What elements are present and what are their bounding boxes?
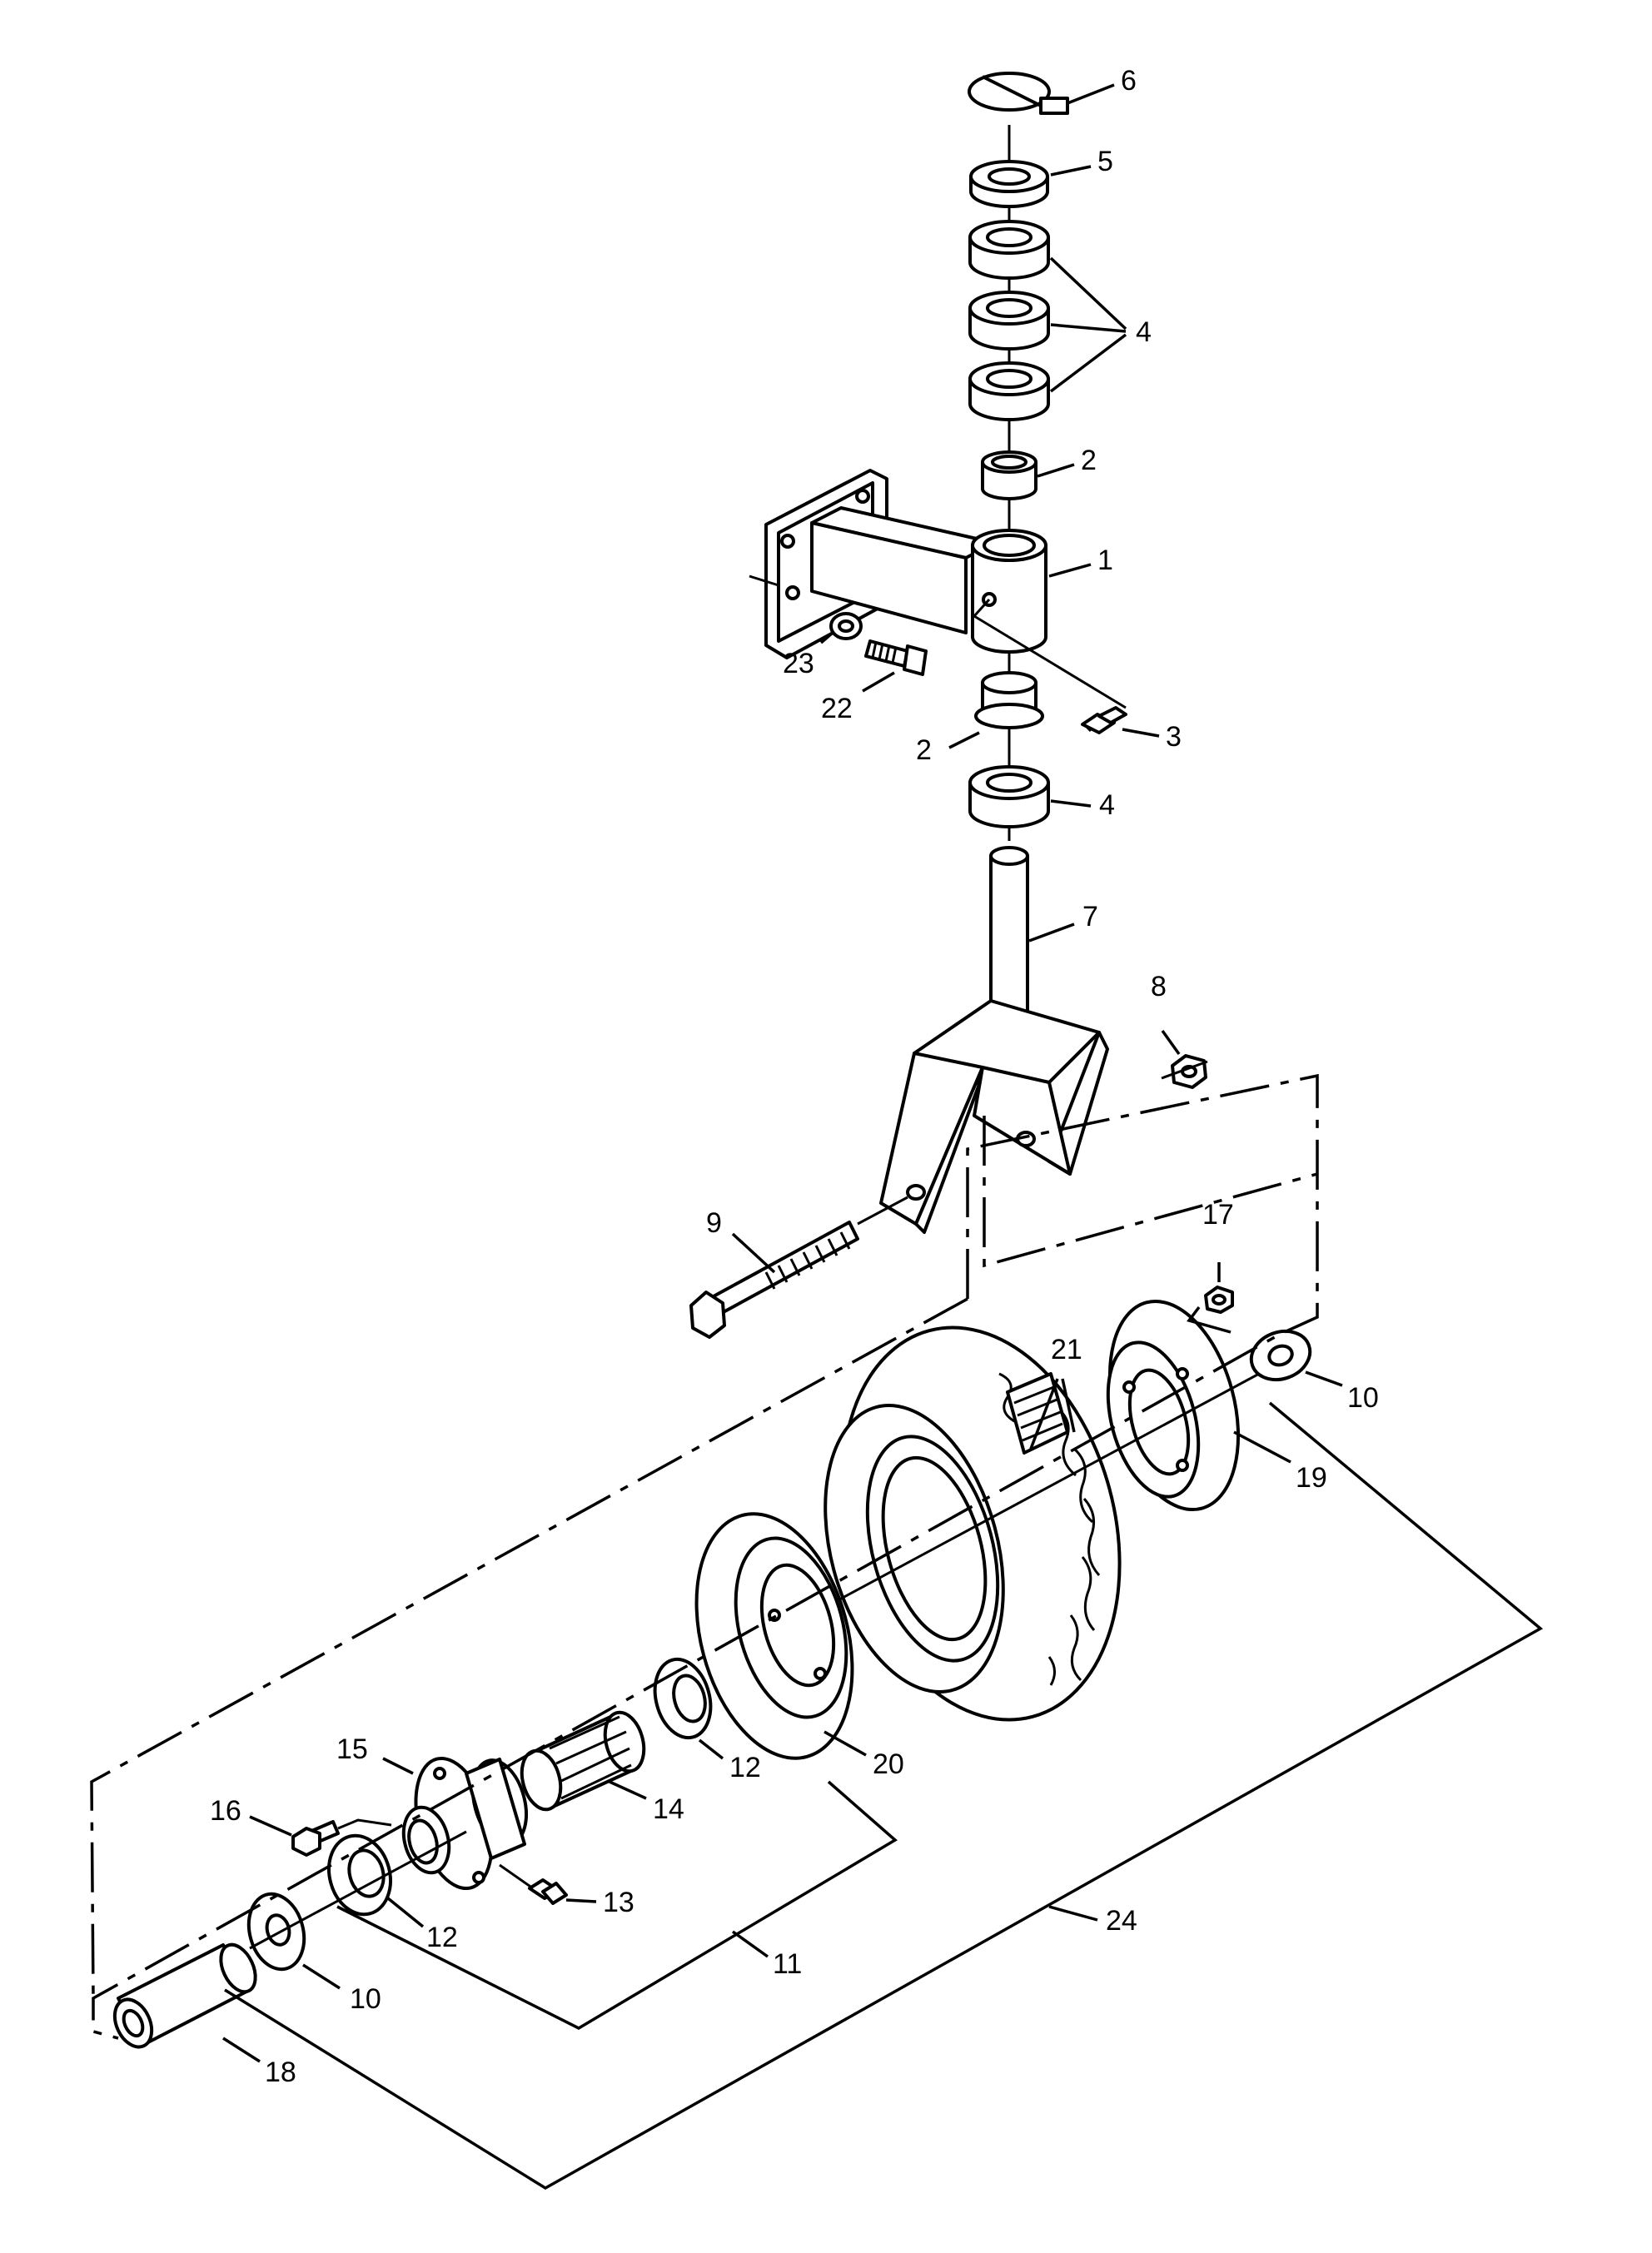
spacer-ring-part-4-lower bbox=[968, 765, 1050, 828]
callout-22: 22 bbox=[821, 693, 853, 724]
callout-2-upper: 2 bbox=[1081, 445, 1097, 476]
callout-3: 3 bbox=[1166, 721, 1182, 753]
bolt-16-axis bbox=[337, 1818, 392, 1830]
leader-11 bbox=[731, 1930, 769, 1958]
nut-part-17 bbox=[1204, 1286, 1234, 1314]
mounting-bracket-part-1 bbox=[749, 469, 1047, 659]
lynch-pin-part-6 bbox=[968, 72, 1069, 115]
callout-21: 21 bbox=[1051, 1334, 1082, 1365]
bolt-axis-line-8 bbox=[1161, 1060, 1208, 1080]
bolt-part-22 bbox=[864, 639, 928, 676]
callout-23: 23 bbox=[783, 648, 814, 679]
callout-17: 17 bbox=[1202, 1199, 1234, 1231]
wheel-half-part-20 bbox=[694, 1512, 854, 1760]
callout-6: 6 bbox=[1121, 65, 1137, 97]
axle-tube-part-18 bbox=[112, 1942, 257, 2049]
callout-14: 14 bbox=[653, 1793, 684, 1825]
bearing-part-12-upper bbox=[653, 1657, 713, 1740]
hub-part-15 bbox=[401, 1756, 528, 1891]
grease-fitting-leader-1 bbox=[973, 598, 991, 618]
bolt-part-9 bbox=[689, 1221, 859, 1339]
leader-24 bbox=[1048, 1905, 1098, 1922]
caster-fork-part-7 bbox=[879, 846, 1109, 1234]
assembly-bracket-24 bbox=[224, 1401, 1544, 2191]
callout-20: 20 bbox=[873, 1748, 904, 1780]
callout-10-left: 10 bbox=[350, 1983, 381, 2015]
bushing-part-2-upper bbox=[981, 450, 1037, 500]
lower-axis-line bbox=[249, 1830, 467, 1950]
washer-part-10-right bbox=[1249, 1329, 1312, 1382]
callout-19: 19 bbox=[1296, 1462, 1327, 1494]
callout-1: 1 bbox=[1097, 545, 1113, 576]
washer-part-23 bbox=[829, 612, 863, 640]
callout-4-lower: 4 bbox=[1099, 789, 1115, 821]
fork-boundary-dashed bbox=[983, 1116, 1318, 1268]
spacer-tube-part-14 bbox=[520, 1710, 646, 1812]
callout-9: 9 bbox=[706, 1207, 722, 1239]
callout-2-lower: 2 bbox=[916, 734, 932, 766]
grease-fitting-leader-2 bbox=[973, 614, 1127, 709]
spacer-ring-part-4-middle bbox=[968, 291, 1050, 351]
spacer-ring-part-4-bottom bbox=[968, 361, 1050, 421]
callout-10-right: 10 bbox=[1347, 1382, 1379, 1414]
callout-13: 13 bbox=[603, 1887, 634, 1918]
callout-24: 24 bbox=[1106, 1905, 1137, 1937]
spacer-ring-part-4-top bbox=[968, 220, 1050, 280]
callout-12-upper: 12 bbox=[729, 1752, 761, 1783]
assembly-boundary-dashed-left bbox=[90, 1297, 968, 1999]
callout-16: 16 bbox=[210, 1795, 241, 1827]
callout-7: 7 bbox=[1082, 901, 1098, 933]
bolt-axis-line-9 bbox=[857, 1196, 908, 1226]
callout-11: 11 bbox=[773, 1948, 802, 1980]
callout-8: 8 bbox=[1151, 971, 1167, 1002]
bushing-part-2-lower bbox=[974, 671, 1044, 729]
wheel-half-part-19 bbox=[1106, 1299, 1241, 1512]
callout-15: 15 bbox=[336, 1733, 368, 1765]
callout-12-lower: 12 bbox=[426, 1922, 458, 1953]
callout-5: 5 bbox=[1097, 146, 1113, 177]
grease-fitting-part-13 bbox=[499, 1863, 568, 1905]
callout-18: 18 bbox=[265, 2057, 296, 2088]
assembly-boundary-dashed bbox=[92, 1073, 1319, 2040]
washer-part-5 bbox=[969, 160, 1049, 208]
bearing-part-12-lower bbox=[327, 1833, 392, 1917]
grease-fitting-part-3 bbox=[1081, 706, 1127, 734]
bolt-part-16 bbox=[291, 1820, 340, 1857]
leader-lines bbox=[222, 83, 1343, 2063]
callout-4-top: 4 bbox=[1136, 316, 1152, 348]
